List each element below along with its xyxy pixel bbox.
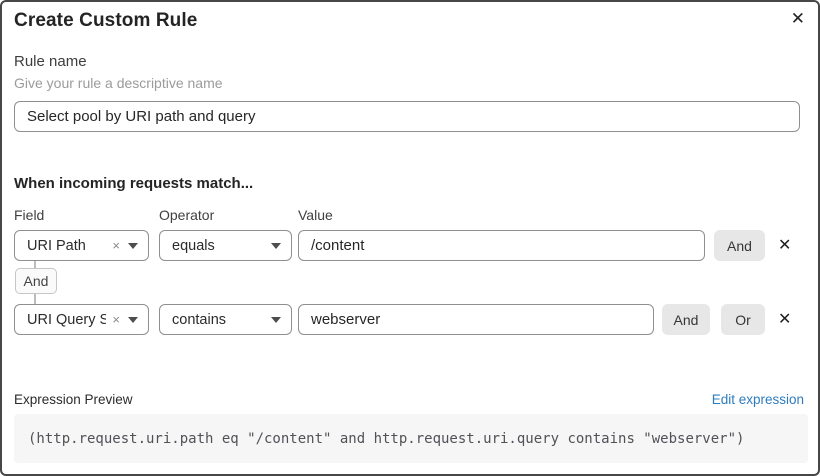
- column-label-operator: Operator: [159, 207, 215, 223]
- row2-operator-value: contains: [172, 311, 227, 328]
- dialog-title: Create Custom Rule: [14, 10, 198, 31]
- connector-line-bottom: [34, 294, 36, 304]
- edit-expression-link[interactable]: Edit expression: [711, 392, 804, 407]
- row2-value-input[interactable]: [298, 304, 654, 335]
- expression-code-block: (http.request.uri.path eq "/content" and…: [14, 414, 808, 463]
- row2-field-value: URI Query St...: [27, 311, 107, 328]
- row1-field-value: URI Path: [27, 237, 86, 254]
- row1-operator-select[interactable]: equals: [159, 230, 292, 261]
- row1-field-select[interactable]: URI Path ×: [14, 230, 149, 261]
- row1-operator-value: equals: [172, 237, 215, 254]
- row1-remove-icon[interactable]: ✕: [778, 237, 792, 254]
- chevron-down-icon: [128, 316, 138, 323]
- row1-and-button[interactable]: And: [714, 230, 765, 261]
- rule-name-input[interactable]: [14, 101, 800, 132]
- connector-and-badge: And: [15, 268, 57, 294]
- match-section-heading: When incoming requests match...: [14, 175, 254, 192]
- rule-name-hint: Give your rule a descriptive name: [14, 75, 223, 91]
- chevron-down-icon: [271, 242, 281, 249]
- column-label-value: Value: [298, 207, 333, 223]
- row2-remove-icon[interactable]: ✕: [778, 311, 792, 328]
- close-icon[interactable]: ✕: [790, 9, 805, 28]
- chevron-down-icon: [271, 316, 281, 323]
- row2-or-button[interactable]: Or: [721, 304, 765, 335]
- row1-value-input[interactable]: [298, 230, 705, 261]
- row1-field-clear-icon[interactable]: ×: [112, 238, 120, 253]
- chevron-down-icon: [128, 242, 138, 249]
- row2-and-button[interactable]: And: [662, 304, 710, 335]
- expression-preview-label: Expression Preview: [14, 392, 133, 407]
- row2-operator-select[interactable]: contains: [159, 304, 292, 335]
- expression-code: (http.request.uri.path eq "/content" and…: [28, 430, 745, 447]
- column-label-field: Field: [14, 207, 45, 223]
- rule-name-label: Rule name: [14, 53, 87, 70]
- row2-field-clear-icon[interactable]: ×: [112, 312, 120, 327]
- row2-field-select[interactable]: URI Query St... ×: [14, 304, 149, 335]
- connector-line-top: [34, 261, 36, 268]
